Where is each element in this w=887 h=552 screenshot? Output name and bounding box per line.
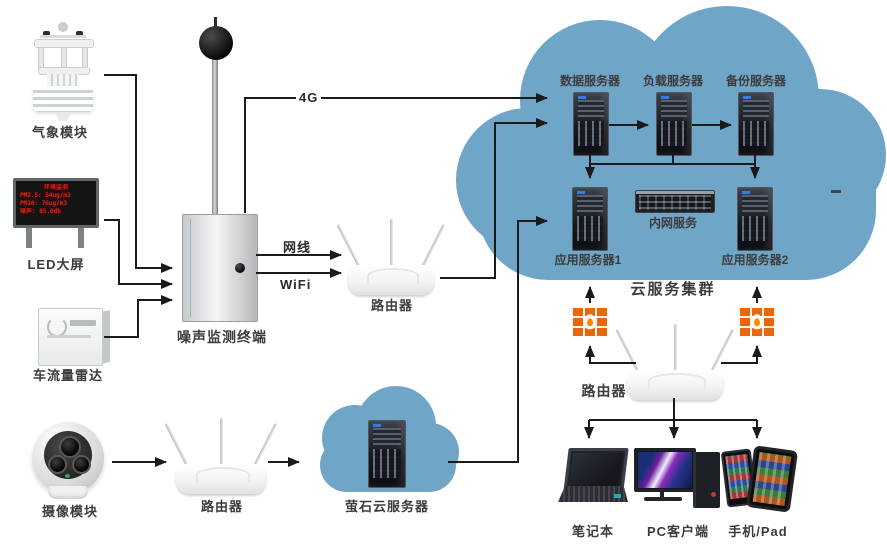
camera-lens-icon (59, 436, 81, 458)
camera-lens-icon (48, 455, 67, 474)
link-lan-label: 网线 (283, 240, 312, 255)
radar-spiral-icon (47, 317, 67, 337)
microphone-pole (212, 60, 218, 216)
wind-cup-icon (43, 31, 50, 37)
tablet-icon (745, 445, 799, 513)
flame-icon (584, 313, 596, 329)
router-mid-label: 路由器 (370, 298, 413, 313)
led-line: PM10: 76ug/m3 (20, 200, 67, 207)
cloud-cluster-label: 云服务集群 (630, 281, 716, 298)
led-line: 噪声: 85.0db (20, 208, 61, 215)
data-server-image (573, 92, 609, 156)
app-server-1-image (572, 187, 608, 251)
weather-sensor-image (28, 22, 98, 122)
led-screen-leg (26, 227, 32, 248)
laptop-image (558, 448, 629, 512)
router-cloud-label: 路由器 (581, 383, 627, 399)
noise-terminal-label: 噪声监测终端 (177, 329, 267, 345)
antenna-icon (674, 324, 677, 376)
led-display-image: 环境监测 PM2.5: 54ug/m3 PM10: 76ug/m3 噪声: 85… (13, 178, 99, 228)
camera-module-label: 摄像模块 (41, 504, 98, 519)
router-bottom-left-image (164, 412, 278, 494)
ezviz-cloud-label: 萤石云服务器 (344, 499, 429, 514)
traffic-radar-label: 车流量雷达 (32, 368, 103, 383)
led-screen-leg (78, 227, 84, 248)
router-cloud-image (615, 318, 735, 400)
ezviz-server-image (368, 420, 406, 488)
pc-client-label: PC客户端 (646, 524, 710, 539)
load-server-label: 负载服务器 (642, 74, 703, 88)
app-server-2-label: 应用服务器2 (721, 253, 789, 267)
phone-pad-image (720, 445, 799, 514)
backup-server-image (738, 92, 774, 156)
flame-icon (751, 313, 763, 329)
router-bottom-left-label: 路由器 (200, 499, 243, 514)
weather-module-label: 气象模块 (31, 125, 88, 140)
backup-server-label: 备份服务器 (725, 74, 786, 88)
camera-led-dot (65, 474, 70, 478)
router-mid-image (336, 215, 446, 295)
traffic-radar-image (38, 306, 110, 368)
antenna-icon (220, 418, 223, 470)
load-server-image (656, 92, 692, 156)
pc-client-image (634, 446, 722, 514)
phone-pad-label: 手机/Pad (728, 524, 788, 539)
app-server-2-image (737, 187, 773, 251)
app-server-1-label: 应用服务器1 (554, 253, 622, 267)
led-line: PM2.5: 54ug/m3 (20, 192, 71, 199)
weather-sensor-top-knob (58, 22, 68, 32)
microphone-windscreen (199, 26, 233, 60)
led-screen-label: LED大屏 (27, 257, 85, 272)
antenna-icon (390, 219, 393, 271)
firewall-icon (738, 306, 776, 337)
link-wifi-label: WiFi (280, 277, 312, 292)
microphone-tip (214, 17, 217, 27)
dash-mark (831, 190, 841, 193)
monitor-icon (634, 448, 696, 492)
intranet-server-image (635, 190, 715, 213)
firewall-icon (571, 306, 609, 337)
data-server-label: 数据服务器 (559, 74, 620, 88)
intranet-service-label: 内网服务 (648, 216, 697, 230)
pc-tower-icon (693, 452, 720, 508)
wind-cup-icon (76, 31, 83, 37)
noise-terminal-cabinet-image (182, 214, 258, 322)
led-line: 环境监测 (43, 184, 68, 191)
laptop-label: 笔记本 (571, 524, 614, 539)
camera-image (32, 422, 104, 499)
camera-lens-icon (72, 455, 91, 474)
link-4g-label: 4G (296, 90, 322, 105)
cabinet-knob (235, 263, 245, 273)
